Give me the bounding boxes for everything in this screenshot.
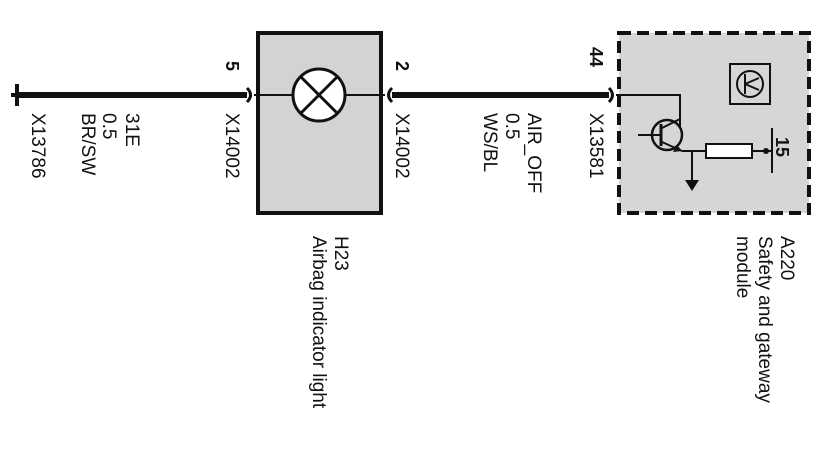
wire-left-color: BR/SW bbox=[77, 113, 98, 175]
connector-x13786: X13786 bbox=[27, 113, 48, 179]
wire-left-cross-section: 0.5 bbox=[98, 113, 119, 139]
lamp-name: Airbag indicator light bbox=[308, 236, 329, 409]
lamp-pin-left: 5 bbox=[222, 61, 242, 71]
module-name-line2: module bbox=[732, 236, 753, 298]
module-internal-circuit bbox=[616, 94, 773, 191]
ground-arrow-icon bbox=[685, 180, 699, 191]
module-supply-pin: 15 bbox=[772, 137, 792, 157]
module-id: A220 bbox=[776, 236, 797, 280]
ground-terminal-icon bbox=[11, 84, 19, 106]
module-symbol-icon bbox=[729, 63, 771, 105]
module-name-line1: Safety and gateway bbox=[754, 236, 775, 403]
lamp-id: H23 bbox=[330, 236, 351, 271]
lamp-pin-right: 2 bbox=[392, 61, 412, 71]
wire-right-cross-section: 0.5 bbox=[501, 113, 522, 139]
connector-x13581: X13581 bbox=[585, 113, 606, 179]
lamp-box bbox=[256, 31, 383, 215]
module-pin: 44 bbox=[586, 47, 606, 67]
connector-hook-right-lamp bbox=[387, 86, 394, 104]
connector-hook-module bbox=[607, 86, 614, 104]
lamp-icon bbox=[291, 67, 347, 123]
connector-hook-left-lamp bbox=[245, 86, 252, 104]
resistor-icon bbox=[705, 143, 753, 159]
module-box bbox=[617, 31, 811, 215]
wire-left-signal: 31E bbox=[121, 113, 142, 147]
wire-right-color: WS/BL bbox=[479, 113, 500, 172]
connector-x14002-left: X14002 bbox=[221, 113, 242, 179]
wire-right-signal: AIR_OFF bbox=[523, 113, 544, 193]
connector-x14002-right: X14002 bbox=[391, 113, 412, 179]
